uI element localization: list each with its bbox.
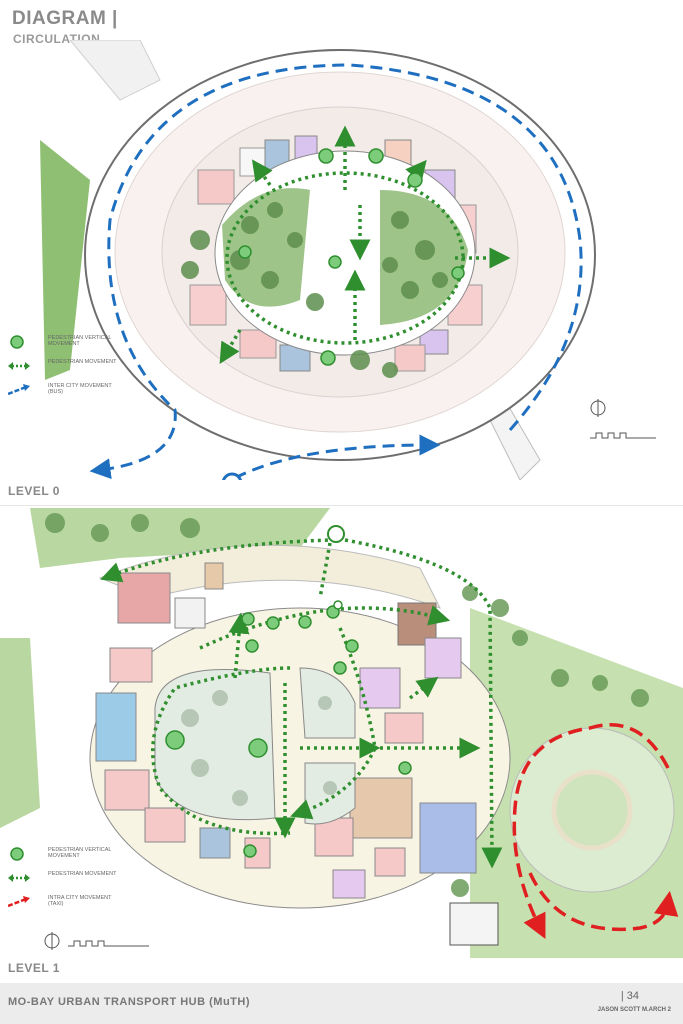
panel-divider — [0, 505, 683, 506]
roundabout-island — [551, 769, 633, 851]
green-dotted-arrow-icon — [8, 362, 30, 370]
author-credit: JASON SCOTT M.ARCH 2 — [597, 1007, 671, 1013]
green-circle-icon — [10, 335, 24, 349]
vertical-movement-points-level0 — [238, 148, 465, 366]
legend-text: PEDESTRIAN MOVEMENT — [48, 359, 117, 365]
grass-area-west — [40, 140, 90, 380]
red-dashed-arrow-icon — [8, 896, 30, 908]
legend-text: PEDESTRIAN MOVEMENT — [48, 871, 117, 877]
legend-text: INTER CITY MOVEMENT (BUS) — [48, 383, 112, 395]
vertical-access-small-marker — [333, 600, 343, 610]
bus-route-entry — [234, 434, 441, 480]
level1-plan — [0, 508, 683, 958]
green-dotted-arrow-icon — [8, 874, 30, 882]
footer: MO-BAY URBAN TRANSPORT HUB (MuTH) | 34 J… — [0, 983, 683, 1024]
upper-terrace — [98, 544, 442, 609]
project-title: MO-BAY URBAN TRANSPORT HUB (MuTH) — [8, 996, 250, 1008]
void-trees — [181, 690, 337, 806]
scale-bar-level1 — [68, 940, 149, 947]
landscape-west-l1 — [0, 638, 40, 828]
scale-bar-level0 — [590, 432, 656, 439]
vertical-access-marker — [327, 525, 345, 543]
level0-plan — [40, 40, 656, 480]
legend-text: INTRA CITY MOVEMENT (TAXI) — [48, 895, 112, 907]
landscape-west — [222, 188, 310, 307]
taxi-route-east — [528, 872, 679, 931]
blue-dashed-arrow-icon — [8, 384, 30, 396]
pedestrian-paths-level1 — [100, 538, 503, 869]
north-arrow-level1 — [44, 932, 60, 950]
page-number: | 34 — [620, 990, 639, 1002]
bus-route — [89, 63, 583, 480]
green-circle-icon — [10, 847, 24, 861]
level0-label: LEVEL 0 — [8, 484, 60, 498]
bus-stop-marker — [221, 472, 243, 480]
taxi-route-west — [512, 723, 670, 939]
trees-level0 — [181, 202, 448, 378]
landscape-north — [30, 508, 330, 568]
vertical-movement-points-level1 — [165, 605, 412, 858]
legend-text: PEDESTRIAN VERTICAL MOVEMENT — [48, 335, 112, 347]
north-arrow-level0 — [590, 399, 606, 417]
adjacent-building-north — [69, 40, 161, 101]
level1-label: LEVEL 1 — [8, 961, 60, 975]
diagram-title: DIAGRAM | — [12, 8, 118, 29]
legend-text: PEDESTRIAN VERTICAL MOVEMENT — [48, 847, 112, 859]
